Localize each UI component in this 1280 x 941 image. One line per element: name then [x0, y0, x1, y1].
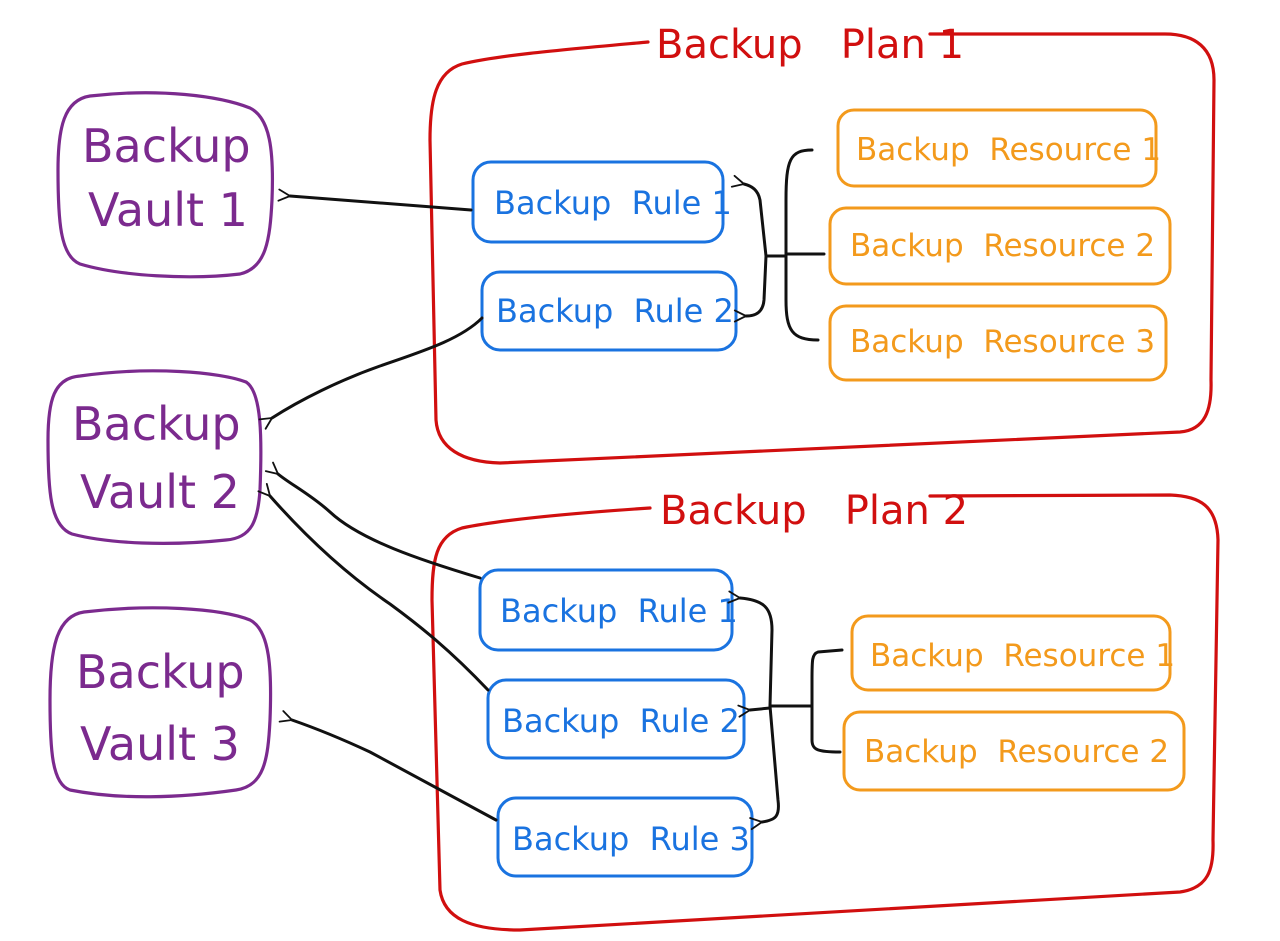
plan-2-rule-3-label: Backup Rule 3 — [512, 820, 750, 858]
plan-1-rule-1: Backup Rule 1 — [471, 160, 732, 244]
plan-1-to-rule-1-arrow — [730, 174, 768, 258]
backup-vault-1-label-line1: Backup — [82, 119, 251, 173]
plan-1-rule-2: Backup Rule 2 — [480, 270, 738, 352]
plan-2-rule-1-border — [478, 568, 734, 652]
plan-2-rule-3: Backup Rule 3 — [496, 796, 754, 878]
plan-2-rule-2-label: Backup Rule 2 — [502, 702, 740, 740]
plan-1-resource-2-label: Backup Resource 2 — [850, 228, 1155, 264]
plan-2-resource-bracket-line — [810, 648, 844, 754]
plan-2-resource-2-label: Backup Resource 2 — [864, 734, 1169, 770]
backup-vault-2: Backup Vault 2 — [46, 369, 263, 545]
backup-vault-1: Backup Vault 1 — [56, 91, 275, 279]
plan-1-resource-3-border — [828, 304, 1168, 382]
plan-1-rule-1-label: Backup Rule 1 — [494, 184, 732, 222]
plan-2-resource-1: Backup Resource 1 — [850, 614, 1175, 692]
plan-2-resource-1-border — [850, 614, 1172, 692]
plan-2-rule-1: Backup Rule 1 — [478, 568, 738, 652]
plan-2-resource-2-border — [842, 710, 1186, 792]
backup-plan-1-border — [428, 32, 1216, 465]
plan-1-resource-bracket-line — [784, 148, 820, 342]
plan-2-to-rule-2-arrow — [737, 704, 772, 718]
plan-1-resource-1-label: Backup Resource 1 — [856, 132, 1161, 168]
plan-1-resource-3-label: Backup Resource 3 — [850, 324, 1155, 360]
plan-2-resource-bracket — [727, 590, 844, 831]
plan-1-resource-1-border — [836, 108, 1158, 188]
plan-1-rule-1-border — [471, 160, 725, 244]
backup-plan-2-title: Backup Plan 2 — [660, 488, 968, 534]
backup-vault-1-border — [56, 91, 275, 279]
backup-vault-2-label-line2: Vault 2 — [80, 465, 240, 519]
backup-vault-2-border — [46, 369, 263, 545]
plan-2-to-rule-3-arrow — [749, 704, 780, 831]
backup-vault-2-label-line1: Backup — [72, 397, 241, 451]
plan-1-resource-1: Backup Resource 1 — [836, 108, 1161, 188]
backup-plan-2-border — [430, 493, 1220, 932]
plan-1-rule-2-label: Backup Rule 2 — [496, 292, 734, 330]
rule-to-vault-connectors — [257, 188, 498, 822]
backup-vault-3-label-line1: Backup — [76, 645, 245, 699]
plan-1-resource-bracket — [730, 148, 826, 342]
plan-1-rule-1-to-vault-1-arrow — [277, 188, 473, 212]
backup-vault-3-label-line2: Vault 3 — [80, 717, 240, 771]
plan-2-rule-1-to-vault-2-arrow — [264, 461, 482, 580]
plan-2-rule-3-to-vault-3-arrow — [278, 710, 498, 822]
backup-vault-3: Backup Vault 3 — [48, 606, 273, 799]
plan-1-to-rule-2-arrow — [733, 254, 768, 323]
backup-plan-1: Backup Plan 1 — [428, 22, 1216, 465]
plan-1-resource-3: Backup Resource 3 — [828, 304, 1168, 382]
plan-2-rule-1-label: Backup Rule 1 — [500, 592, 738, 630]
plan-1-rule-2-to-vault-2-arrow — [258, 316, 484, 430]
plan-2-rule-2-to-vault-2-arrow — [257, 482, 490, 692]
plan-2-resource-1-label: Backup Resource 1 — [870, 638, 1175, 674]
plan-2-to-rule-1-arrow — [727, 590, 774, 708]
backup-vault-1-label-line2: Vault 1 — [88, 183, 248, 237]
plan-2-rule-2: Backup Rule 2 — [486, 678, 746, 760]
plan-1-resource-2: Backup Resource 2 — [828, 206, 1172, 286]
plan-2-resource-2: Backup Resource 2 — [842, 710, 1186, 792]
backup-plan-2: Backup Plan 2 — [430, 488, 1220, 932]
plan-2-rule-2-border — [486, 678, 746, 760]
backup-plan-1-title: Backup Plan 1 — [656, 22, 964, 68]
plan-1-resource-2-border — [828, 206, 1172, 286]
backup-vault-3-border — [48, 606, 273, 799]
plan-2-rule-3-border — [496, 796, 754, 878]
